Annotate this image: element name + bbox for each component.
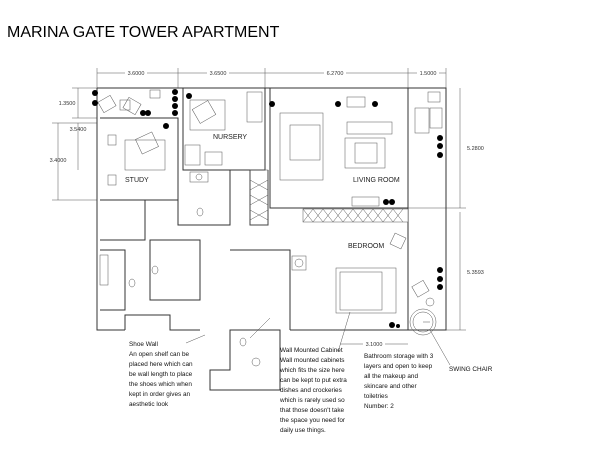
- swing-chair: [409, 279, 451, 366]
- left-dimensions: 1.3500 3.5400 3.4000: [50, 87, 97, 201]
- room-label-study: STUDY: [125, 177, 149, 184]
- dimension-label: 3.1000: [366, 342, 383, 348]
- dimension-label: 5.2800: [467, 146, 484, 152]
- top-dimensions: 3.6000 3.6500 6.2700 1.5000: [96, 68, 447, 88]
- wall-cabinet: [249, 169, 409, 226]
- room-label-bedroom: BEDROOM: [348, 243, 384, 250]
- dimension-label: 6.2700: [327, 71, 344, 77]
- plan-title: MARINA GATE TOWER APARTMENT: [7, 24, 280, 41]
- room-label-nursery: NURSERY: [213, 134, 247, 141]
- dimension-label: 1.5000: [420, 71, 437, 77]
- dimension-label: 1.3500: [59, 101, 76, 107]
- dimension-label: 3.6000: [128, 71, 145, 77]
- walls: [96, 87, 447, 391]
- annotation-swing-chair: SWING CHAIR: [449, 366, 493, 373]
- furniture: [97, 89, 443, 367]
- dimension-label: 3.5400: [70, 127, 87, 133]
- annotation-bathroom-storage: Bathroom storage with 3 layers and open …: [364, 353, 435, 410]
- annotation-wall-cabinet: Wall Mounted Cabinet Wall mounted cabine…: [279, 347, 349, 434]
- annotation-shoe-wall: Shoe Wall An open shelf can be placed he…: [129, 341, 194, 408]
- leader-lines: [185, 311, 351, 353]
- dimension-label: 3.6500: [210, 71, 227, 77]
- room-label-living-room: LIVING ROOM: [353, 177, 400, 184]
- plants: [92, 89, 443, 328]
- dimension-label: 3.4000: [50, 158, 67, 164]
- dimension-label: 5.3593: [467, 270, 484, 276]
